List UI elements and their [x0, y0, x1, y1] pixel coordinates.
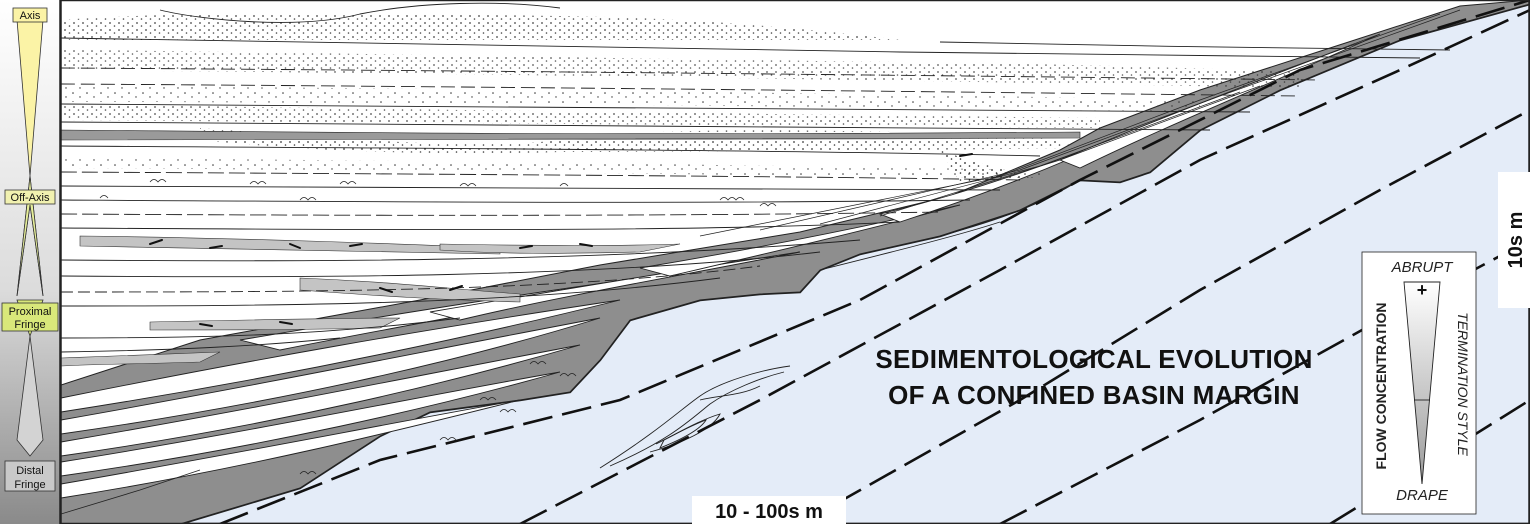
basement-contours — [219, 0, 1530, 524]
horizontal-scale: 10 - 100s m — [692, 496, 846, 524]
interbeds — [61, 33, 1381, 499]
legend-right-label: TERMINATION STYLE — [1455, 312, 1471, 456]
cross-section — [61, 0, 1530, 524]
label-proximal-fringe: Proximal Fringe — [1, 302, 59, 332]
upper-sandy-succession — [61, 13, 1300, 367]
svg-text:Off-Axis: Off-Axis — [11, 192, 50, 204]
svg-text:Fringe: Fringe — [14, 319, 45, 331]
svg-text:10s m: 10s m — [1505, 212, 1527, 269]
svg-text:10 - 100s m: 10 - 100s m — [715, 501, 823, 523]
legend: + ABRUPT DRAPE FLOW CONCENTRATION TERMIN… — [1361, 251, 1477, 515]
svg-text:Axis: Axis — [20, 10, 41, 22]
mud-clasts — [149, 153, 973, 327]
label-distal-fringe: Distal Fringe — [4, 460, 56, 492]
legend-bottom-label: DRAPE — [1396, 487, 1449, 504]
svg-text:Fringe: Fringe — [14, 479, 45, 491]
label-off-axis: Off-Axis — [4, 189, 56, 205]
legend-top-label: ABRUPT — [1391, 259, 1455, 276]
legend-plus: + — [1417, 280, 1428, 300]
fringe-spindle — [16, 335, 44, 457]
ripple-marks — [99, 179, 777, 475]
vertical-scale: 10s m — [1498, 172, 1530, 308]
diagram-title: SEDIMENTOLOGICAL EVOLUTION OF A CONFINED… — [875, 344, 1312, 410]
label-axis: Axis — [12, 7, 48, 23]
slump-fold — [599, 365, 791, 469]
legend-wedge — [1403, 281, 1441, 485]
legend-left-label: FLOW CONCENTRATION — [1373, 303, 1389, 470]
distal-onlap-line — [61, 469, 201, 515]
svg-text:OF A CONFINED BASIN MARGIN: OF A CONFINED BASIN MARGIN — [888, 380, 1300, 410]
environment-column: Axis Off-Axis Proximal Fringe Distal Fri… — [0, 0, 61, 524]
svg-text:Distal: Distal — [16, 465, 44, 477]
svg-text:Proximal: Proximal — [9, 306, 52, 318]
svg-text:SEDIMENTOLOGICAL EVOLUTION: SEDIMENTOLOGICAL EVOLUTION — [875, 344, 1312, 374]
